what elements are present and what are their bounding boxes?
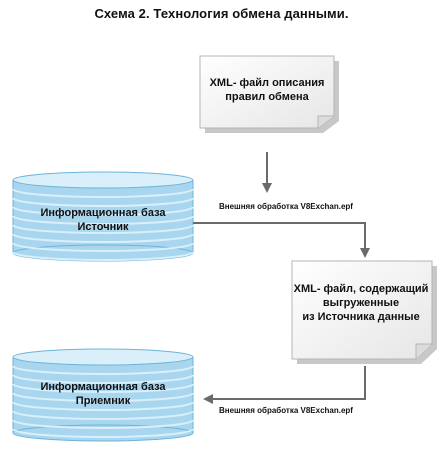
db-disk-band bbox=[12, 251, 194, 261]
source-db-label-line-2: Источник bbox=[77, 221, 129, 233]
diagram-title: Схема 2. Технология обмена данными. bbox=[94, 6, 349, 21]
db-disk-band bbox=[12, 233, 194, 243]
target-db-label: Информационная база Приемник bbox=[40, 380, 165, 408]
target-db-label-line-2: Приемник bbox=[75, 395, 131, 407]
rules-file-label: XML- файл описания правил обмена bbox=[210, 76, 325, 104]
data-file-label-line-2: выгруженные bbox=[322, 297, 400, 309]
db-disk-band bbox=[12, 383, 194, 393]
source-db-label: Информационная база Источник bbox=[40, 206, 165, 234]
db-disk-band bbox=[12, 215, 194, 225]
db-disk-band bbox=[12, 365, 194, 375]
arrow-source-to-data-file bbox=[193, 222, 370, 258]
target-database-cylinder bbox=[12, 348, 194, 442]
target-db-label-line-1: Информационная база bbox=[40, 381, 166, 393]
data-file-label: XML- файл, содержащий выгруженные из Ист… bbox=[294, 282, 429, 324]
db-disk-band bbox=[12, 206, 194, 216]
source-db-label-line-1: Информационная база bbox=[40, 207, 166, 219]
rules-file-document bbox=[199, 55, 339, 133]
db-disk-band bbox=[12, 374, 194, 384]
source-database-cylinder bbox=[12, 171, 194, 262]
db-disk-band bbox=[12, 410, 194, 420]
export-edge-label: Внешняя обработка V8Exchan.epf bbox=[219, 202, 353, 211]
db-disk-band bbox=[12, 224, 194, 234]
db-disk-band bbox=[12, 428, 194, 438]
data-file-document bbox=[291, 260, 437, 364]
rules-file-label-line-1: XML- файл описания bbox=[209, 77, 325, 89]
arrow-data-file-to-target bbox=[203, 366, 366, 404]
db-disk-band bbox=[12, 419, 194, 429]
db-disk-band bbox=[12, 401, 194, 411]
rules-file-label-line-2: правил обмена bbox=[225, 91, 309, 103]
db-disk-band bbox=[12, 188, 194, 198]
db-disk-band bbox=[12, 392, 194, 402]
data-file-label-line-3: из Источника данные bbox=[302, 311, 420, 323]
data-file-label-line-1: XML- файл, содержащий bbox=[293, 283, 429, 295]
db-disk-band bbox=[12, 197, 194, 207]
db-disk-band bbox=[12, 242, 194, 252]
import-edge-label: Внешняя обработка V8Exchan.epf bbox=[219, 406, 353, 415]
